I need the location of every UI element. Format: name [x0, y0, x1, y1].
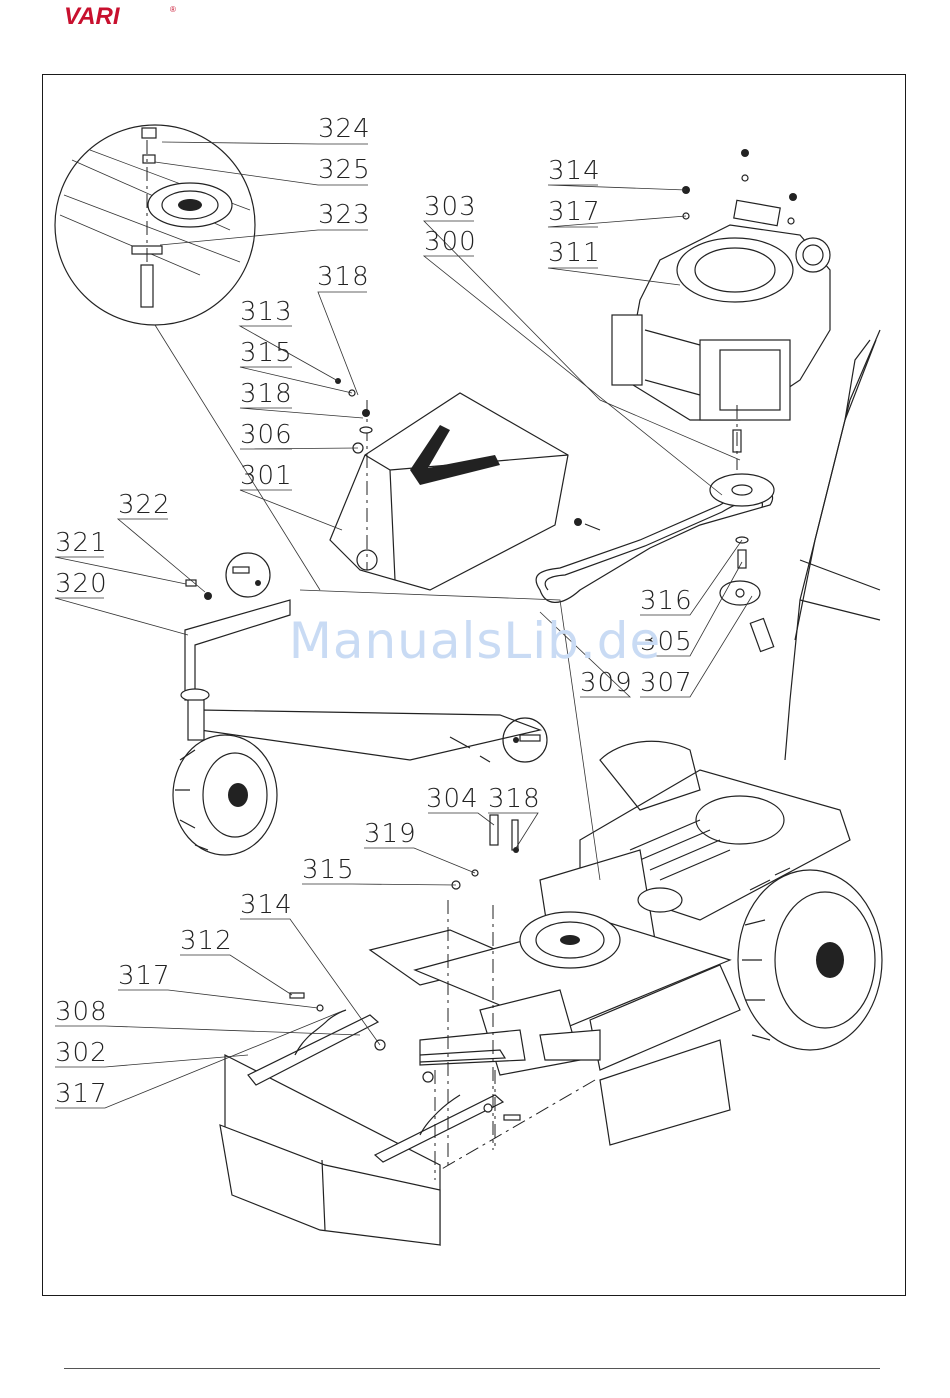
footer-rule: [64, 1368, 880, 1369]
callout-315-top: 315: [240, 338, 293, 368]
belt-cover: [330, 393, 568, 590]
callout-318-top: 318: [317, 262, 370, 292]
callout-308: 308: [55, 997, 108, 1027]
callout-313: 313: [240, 297, 293, 327]
callout-300: 300: [424, 227, 477, 257]
pulley-parts: [720, 537, 760, 605]
callout-306: 306: [240, 420, 293, 450]
callout-323: 323: [318, 200, 371, 230]
callout-322: 322: [118, 490, 171, 520]
callout-309: 309: [580, 668, 633, 698]
callout-316: 316: [640, 586, 693, 616]
callout-303: 303: [424, 192, 477, 222]
callout-319: 319: [364, 819, 417, 849]
callout-320: 320: [55, 569, 108, 599]
callout-315-bottom: 315: [302, 855, 355, 885]
small-brackets: [452, 815, 519, 889]
callout-317-bottom: 317: [55, 1079, 108, 1109]
callout-325: 325: [318, 155, 371, 185]
callout-314-top: 314: [548, 156, 601, 186]
callout-307: 307: [640, 668, 693, 698]
callout-324: 324: [318, 114, 371, 144]
callout-311: 311: [548, 238, 601, 268]
callout-314-bottom: 314: [240, 890, 293, 920]
callout-304: 304: [426, 784, 479, 814]
callout-318-mid: 318: [240, 379, 293, 409]
callout-301: 301: [240, 461, 293, 491]
engine: [612, 200, 830, 470]
callout-317-mid: 317: [118, 961, 171, 991]
callout-321: 321: [55, 528, 108, 558]
callout-302: 302: [55, 1038, 108, 1068]
callout-318-bottom: 318: [488, 784, 541, 814]
callout-312: 312: [180, 926, 233, 956]
callout-305: 305: [640, 627, 693, 657]
callout-317-top: 317: [548, 197, 601, 227]
